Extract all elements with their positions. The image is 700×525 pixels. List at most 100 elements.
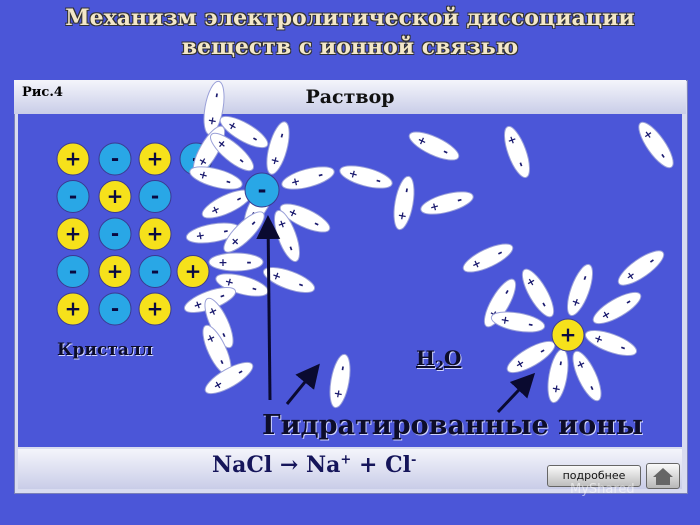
- svg-text:+: +: [223, 275, 235, 290]
- water-dipole: +-: [215, 273, 269, 297]
- water-dipole: +-: [185, 222, 241, 244]
- svg-text:-: -: [312, 216, 322, 231]
- water-label: H2O: [416, 346, 462, 374]
- crystal-ion: +: [176, 255, 210, 288]
- svg-text:-: -: [335, 365, 350, 372]
- water-dipole: +-: [490, 311, 546, 333]
- crystal-ion-charge: -: [69, 259, 77, 283]
- hydrated-ions: -+: [244, 172, 585, 352]
- svg-text:-: -: [623, 294, 634, 309]
- svg-text:-: -: [585, 383, 600, 393]
- water-dipole: +-: [204, 297, 234, 349]
- svg-text:-: -: [399, 187, 414, 194]
- svg-text:-: -: [209, 92, 224, 99]
- water-dipole: +-: [462, 243, 514, 273]
- water-dipole: +-: [281, 166, 335, 190]
- hydrated-anion: -: [244, 172, 280, 208]
- pointer-arrows: [256, 215, 536, 414]
- arrow-to-cation: [496, 372, 536, 414]
- crystal-ion-charge: +: [107, 184, 124, 208]
- water-dipole: +-: [584, 329, 638, 357]
- crystal-ion-charge: +: [65, 147, 82, 171]
- hydrated-cation: +: [551, 318, 585, 352]
- arrow-to-anion: [256, 215, 281, 401]
- svg-text:-: -: [577, 273, 592, 282]
- home-button[interactable]: [646, 463, 680, 489]
- water-dipole: +-: [506, 340, 556, 374]
- water-dipole: +-: [279, 203, 331, 233]
- svg-text:-: -: [284, 243, 299, 252]
- svg-text:-: -: [296, 277, 305, 292]
- svg-text:+: +: [270, 268, 283, 283]
- svg-text:-: -: [455, 192, 463, 207]
- svg-text:-: -: [495, 245, 505, 260]
- crystal-ion: +: [138, 217, 172, 251]
- water-dipole: +-: [408, 131, 460, 161]
- water-dipole: +-: [189, 166, 243, 190]
- svg-text:-: -: [247, 255, 252, 269]
- crystal-ion-charge: -: [151, 259, 159, 283]
- crystal-ion: -: [56, 255, 90, 288]
- svg-text:-: -: [234, 191, 244, 206]
- svg-text:+: +: [504, 133, 519, 146]
- svg-text:+: +: [331, 388, 345, 399]
- water-dipole: +-: [420, 191, 474, 215]
- svg-text:+: +: [205, 115, 219, 126]
- title-line-2: веществ с ионной связью: [181, 34, 519, 60]
- crystal-lattice: +-+--+-+-+-+-++-+: [56, 142, 213, 326]
- svg-text:+: +: [197, 168, 209, 183]
- crystal-ion: -: [56, 180, 90, 213]
- crystal-ion-charge: +: [65, 222, 82, 246]
- header-bar: [14, 80, 686, 114]
- crystal-ion: +: [98, 180, 132, 213]
- crystal-ion: +: [98, 255, 132, 288]
- solution-label: Раствор: [305, 86, 395, 108]
- watermark: MyShared: [570, 482, 635, 497]
- title-line-1: Механизм электролитической диссоциации: [65, 5, 635, 31]
- svg-text:-: -: [215, 357, 230, 367]
- hydrated-anion-charge: -: [258, 178, 267, 203]
- water-dipole: +-: [521, 268, 555, 318]
- equation-cation: Na: [306, 452, 341, 478]
- equation-reactant: NaCl: [212, 452, 273, 478]
- svg-text:+: +: [549, 383, 563, 394]
- crystal-ion: -: [138, 255, 172, 288]
- crystal-ion-charge: +: [147, 147, 164, 171]
- equation-plus: +: [358, 452, 378, 478]
- figure-label: Рис.4: [22, 85, 63, 100]
- svg-text:+: +: [347, 167, 359, 182]
- crystal-ion: +: [138, 292, 172, 326]
- water-dipole: +-: [566, 263, 594, 317]
- svg-text:-: -: [537, 299, 552, 310]
- crystal-ion-charge: -: [69, 184, 77, 208]
- crystal-ion-charge: +: [185, 259, 202, 283]
- more-button[interactable]: подробнее: [547, 465, 641, 487]
- water-dipole: +-: [210, 132, 254, 172]
- water-dipole: +-: [208, 252, 264, 272]
- svg-text:-: -: [527, 317, 534, 332]
- slide-title: Механизм электролитической диссоциации в…: [0, 4, 700, 62]
- svg-text:-: -: [250, 281, 258, 296]
- water-dipole: +-: [266, 121, 290, 175]
- svg-text:-: -: [224, 174, 232, 189]
- water-dipole: +-: [329, 353, 351, 409]
- hydrated-cation-charge: +: [560, 323, 577, 347]
- svg-text:-: -: [316, 167, 324, 182]
- equation-cation-charge: +: [340, 452, 352, 468]
- svg-text:-: -: [217, 288, 226, 303]
- svg-text:+: +: [592, 331, 605, 346]
- crystal-ion: -: [138, 180, 172, 213]
- svg-text:+: +: [268, 155, 283, 167]
- arrow-to-water: [285, 363, 320, 405]
- svg-text:-: -: [274, 131, 289, 139]
- crystal-ion: -: [98, 292, 132, 326]
- svg-text:-: -: [374, 173, 382, 188]
- svg-text:-: -: [250, 131, 261, 146]
- svg-text:-: -: [441, 144, 451, 159]
- water-dipole: +-: [339, 165, 393, 189]
- equation-anion-charge: -: [410, 452, 417, 468]
- crystal-ion: +: [56, 142, 90, 176]
- svg-text:-: -: [222, 223, 229, 238]
- svg-text:+: +: [218, 256, 227, 269]
- crystal-ion-charge: -: [111, 222, 119, 246]
